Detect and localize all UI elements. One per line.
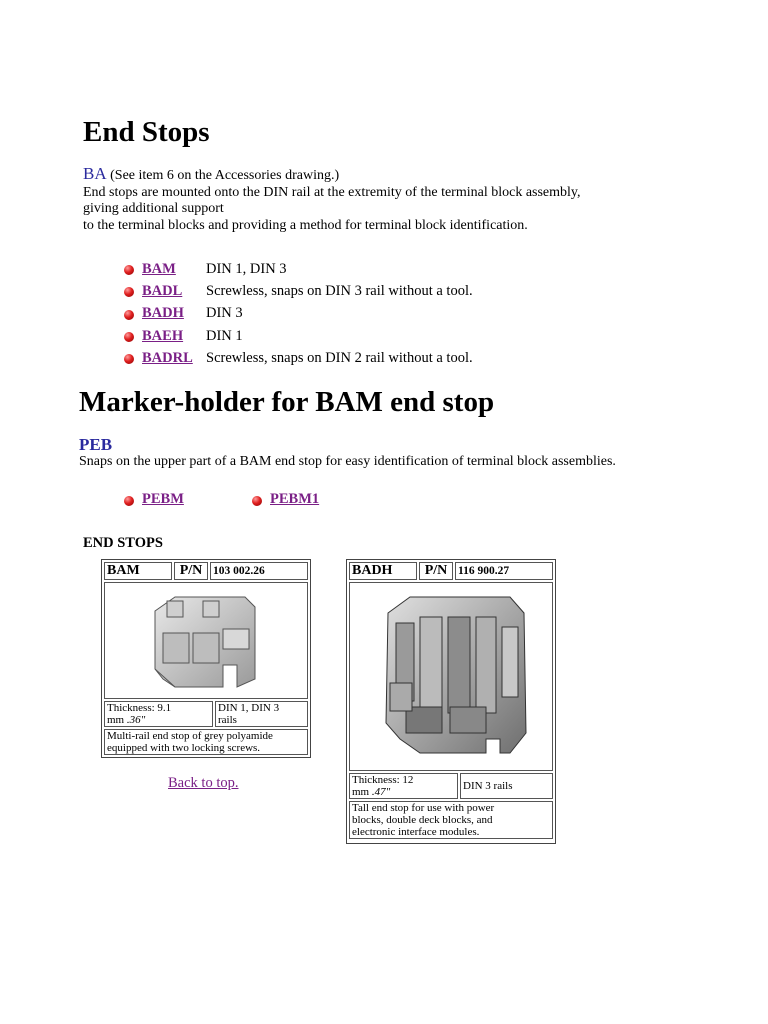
marker-holder-intro: PEB Snaps on the upper part of a BAM end…	[79, 435, 616, 470]
end-stops-desc-line: End stops are mounted onto the DIN rail …	[83, 184, 581, 200]
product-link-pebm[interactable]: PEBM	[142, 491, 184, 507]
product-link-badl[interactable]: BADL	[142, 282, 183, 299]
product-link-baeh[interactable]: BAEH	[142, 327, 184, 344]
product-desc: DIN 3	[206, 305, 243, 322]
card-pn-label: P/N	[419, 562, 453, 580]
marker-holder-desc: Snaps on the upper part of a BAM end sto…	[79, 453, 616, 469]
product-link-pebm1[interactable]: PEBM1	[270, 491, 320, 507]
end-stops-intro: BA (See item 6 on the Accessories drawin…	[83, 164, 581, 234]
red-bullet-icon	[124, 287, 134, 298]
product-card-bam: BAM P/N 103 002.26	[101, 559, 311, 758]
product-desc: DIN 1	[206, 327, 243, 344]
product-link-bam[interactable]: BAM	[142, 260, 176, 277]
card-pn: 116 900.27	[455, 562, 553, 580]
end-stops-list: BAM DIN 1, DIN 3 BADL Screwless, snaps o…	[124, 258, 473, 369]
red-bullet-icon	[252, 495, 262, 506]
red-bullet-icon	[124, 495, 134, 506]
marker-holder-title: Marker-holder for BAM end stop	[79, 386, 495, 418]
red-bullet-icon	[124, 354, 134, 365]
end-stops-title: End Stops	[83, 116, 210, 148]
red-bullet-icon	[124, 265, 134, 276]
card-rails: DIN 3 rails	[460, 773, 553, 799]
product-link-badh[interactable]: BADH	[142, 305, 184, 322]
list-item: BADRL Screwless, snaps on DIN 2 rail wit…	[124, 347, 473, 369]
card-name: BADH	[349, 562, 417, 580]
red-bullet-icon	[124, 332, 134, 343]
product-desc: Screwless, snaps on DIN 2 rail without a…	[206, 349, 473, 366]
list-item: BAEH DIN 1	[124, 325, 473, 347]
card-pn-label: P/N	[174, 562, 208, 580]
red-bullet-icon	[124, 309, 134, 320]
end-stops-code: BA	[83, 164, 107, 183]
card-image-cell	[104, 582, 308, 699]
list-item: BADH DIN 3	[124, 303, 473, 325]
list-item: BAM DIN 1, DIN 3	[124, 258, 473, 280]
marker-holder-links: PEBM PEBM1	[124, 491, 334, 508]
product-desc: Screwless, snaps on DIN 3 rail without a…	[206, 282, 473, 299]
product-card-badh: BADH P/N 116 900.27	[346, 559, 556, 844]
card-pn: 103 002.26	[210, 562, 308, 580]
end-stops-desc-line: giving additional support	[83, 201, 224, 216]
marker-holder-code: PEB	[79, 435, 113, 454]
list-item: BADL Screwless, snaps on DIN 3 rail with…	[124, 280, 473, 302]
product-desc: DIN 1, DIN 3	[206, 260, 287, 277]
card-name: BAM	[104, 562, 172, 580]
back-to-top-link[interactable]: Back to top.	[168, 775, 239, 791]
end-stops-desc-line: to the terminal blocks and providing a m…	[83, 217, 528, 233]
end-stop-bam-image	[154, 596, 256, 688]
card-image-cell	[349, 582, 553, 771]
product-link-badrl[interactable]: BADRL	[142, 349, 193, 366]
end-stops-code-note: (See item 6 on the Accessories drawing.)	[106, 168, 340, 183]
catalog-heading: END STOPS	[83, 535, 163, 551]
end-stop-badh-image	[385, 596, 527, 754]
